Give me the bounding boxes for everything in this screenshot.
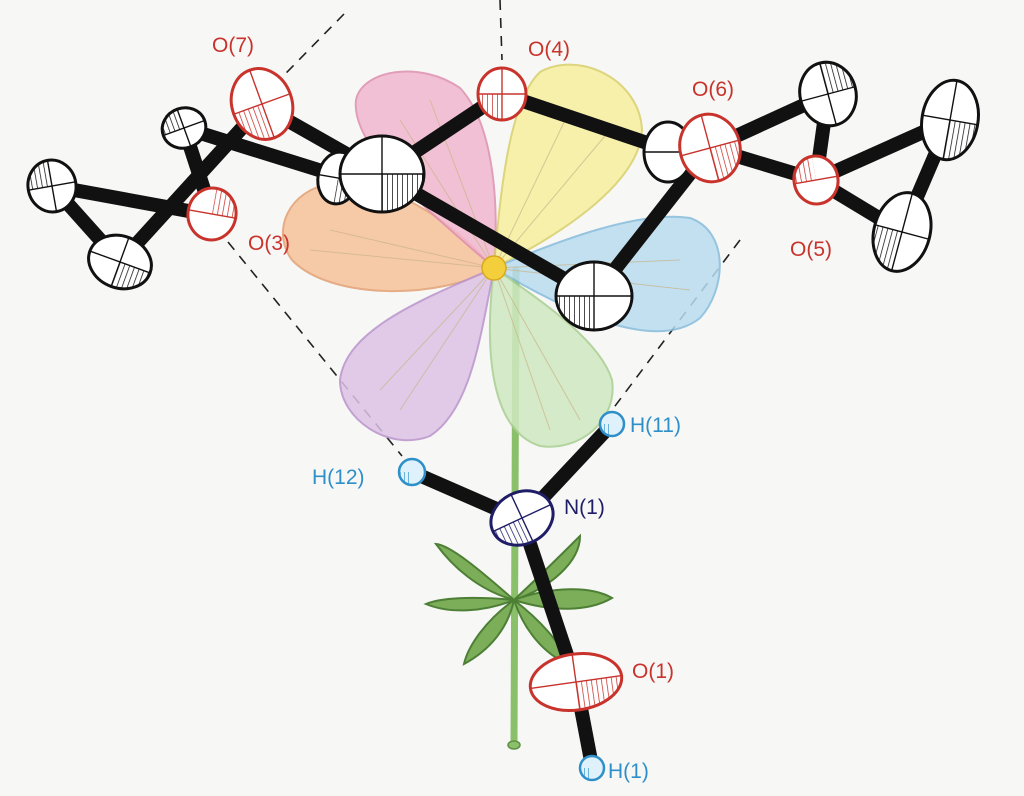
carbon-atom	[160, 106, 208, 150]
dash-line-center-top	[499, 0, 503, 61]
label-h1: H(1)	[608, 760, 649, 783]
hydrogen-atom-h12	[397, 457, 427, 487]
petal-orange	[282, 182, 496, 292]
label-o4: O(4)	[528, 38, 570, 61]
label-h11: H(11)	[630, 414, 681, 437]
bond-o4-c	[499, 87, 671, 157]
label-o5: O(5)	[790, 238, 832, 261]
bond-c-o7	[114, 101, 268, 267]
hydrogen-atom-h1	[578, 754, 606, 782]
label-o1: O(1)	[632, 660, 674, 683]
atom-labels: O(7) O(4) O(6) O(3) O(5) H(11) H(12) N(1…	[212, 34, 832, 783]
label-h12: H(12)	[312, 466, 365, 489]
carbon-atom	[798, 60, 858, 128]
hydrogen-atoms	[397, 410, 626, 782]
oxygen-atom-o3	[186, 186, 238, 242]
carbon-atom	[920, 78, 980, 162]
label-n1: N(1)	[564, 496, 605, 519]
petal-yellow	[492, 63, 644, 270]
bond-c-c	[181, 121, 341, 183]
dash-line-left-top	[239, 13, 345, 121]
oxygen-atom-o5	[792, 154, 840, 206]
leaves	[423, 533, 614, 666]
flower-center	[481, 255, 507, 281]
leaf-lower-left	[462, 597, 516, 666]
label-o3: O(3)	[248, 232, 290, 255]
petal-lilac	[338, 266, 496, 442]
carbon-atoms	[26, 60, 980, 332]
oxygen-atom-o7	[229, 67, 295, 141]
nitrogen-atom-n1	[489, 489, 555, 547]
oxygen-atom-o4	[476, 66, 528, 122]
hydrogen-atom-h11	[598, 410, 626, 438]
carbon-atom	[87, 233, 153, 291]
leaf-left	[423, 596, 515, 612]
oxygen-atom-o1	[528, 652, 624, 712]
carbon-atom	[26, 158, 78, 214]
stem-end	[507, 740, 521, 750]
label-o7: O(7)	[212, 34, 254, 57]
carbon-atom	[338, 134, 426, 214]
leaf-upper-left	[433, 542, 515, 601]
carbon-atom	[554, 260, 634, 332]
carbon-atom	[871, 191, 933, 273]
petal-green	[488, 266, 614, 448]
oxygen-atom-o6	[678, 112, 742, 184]
dash-line-left-low	[227, 241, 403, 457]
label-o6: O(6)	[692, 78, 734, 101]
